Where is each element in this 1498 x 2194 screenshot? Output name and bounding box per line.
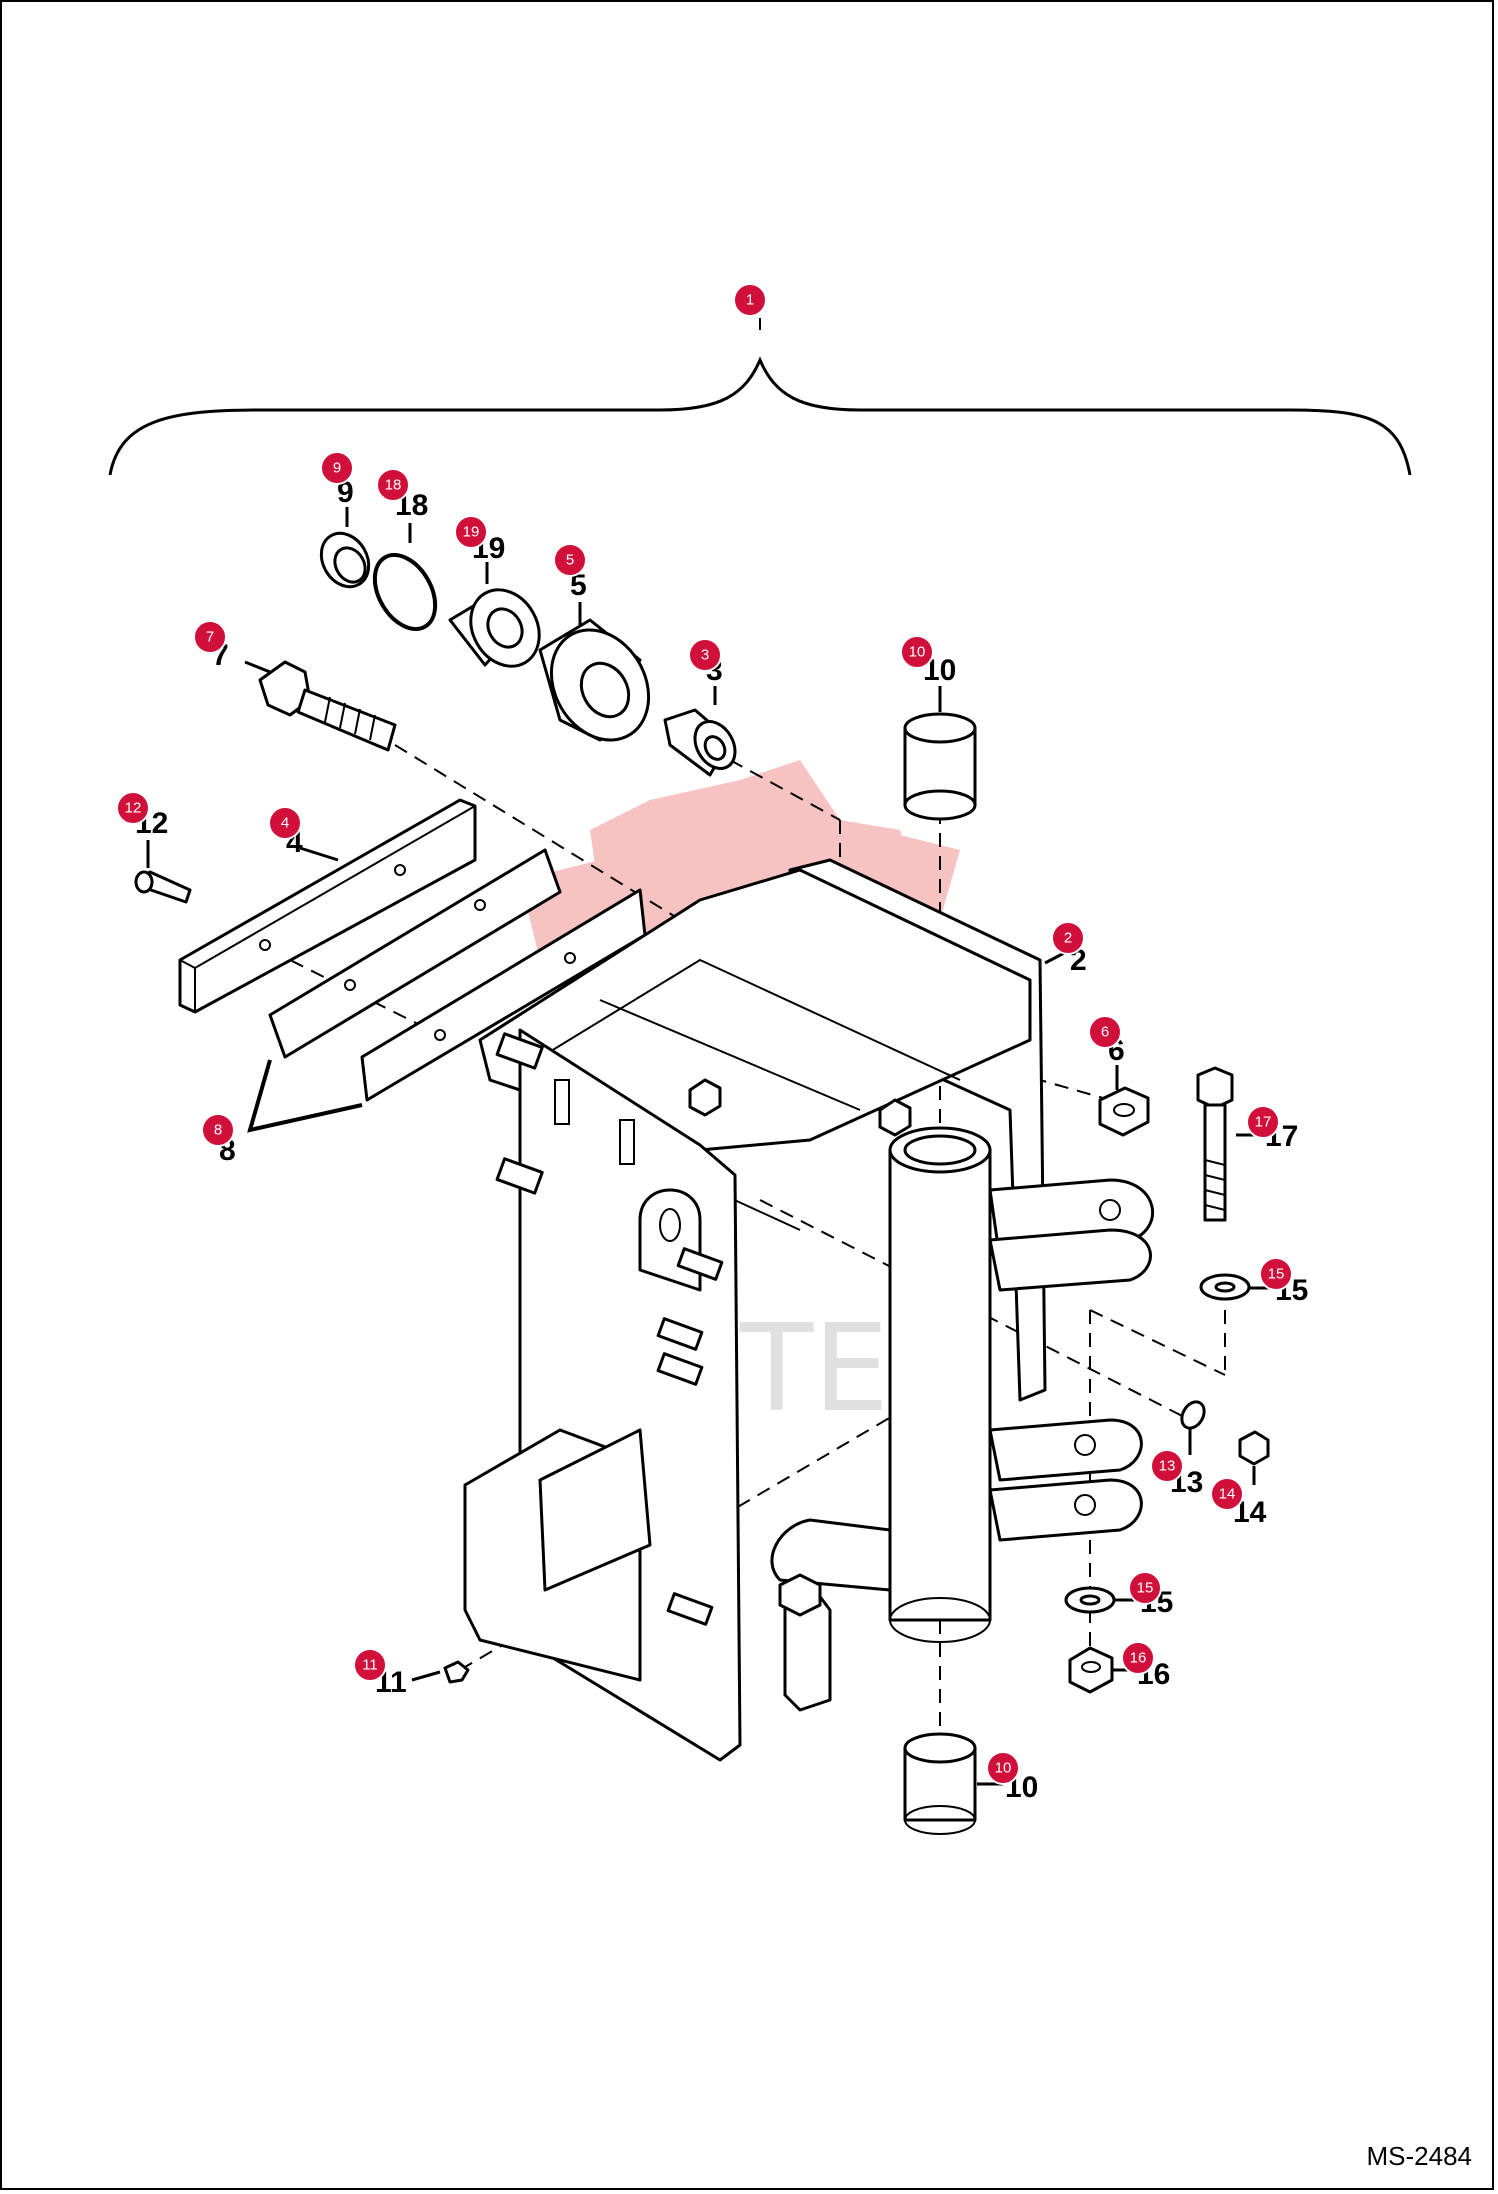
sleeve-part-10-top xyxy=(903,712,977,821)
screw-part-12 xyxy=(134,870,192,904)
callout-badge-3[interactable]: 3 xyxy=(688,638,722,672)
nut-part-14 xyxy=(1238,1430,1270,1466)
svg-text:2: 2 xyxy=(1064,930,1072,947)
callout-badge-18[interactable]: 18 xyxy=(376,468,410,502)
callout-badge-7[interactable]: 7 xyxy=(193,620,227,654)
svg-text:19: 19 xyxy=(463,524,480,541)
svg-text:7: 7 xyxy=(206,629,214,646)
pivot-tube xyxy=(770,1126,1155,1643)
callout-badge-11[interactable]: 11 xyxy=(353,1648,387,1682)
callout-badge-8[interactable]: 8 xyxy=(201,1113,235,1147)
callout-badge-10-top[interactable]: 10 xyxy=(900,635,934,669)
svg-text:1: 1 xyxy=(746,292,754,309)
svg-text:10: 10 xyxy=(995,1760,1012,1777)
roller-part-5 xyxy=(538,618,651,742)
callout-badge-1[interactable]: 1 xyxy=(733,283,767,317)
svg-text:18: 18 xyxy=(385,477,402,494)
nut-part-16 xyxy=(1068,1646,1114,1694)
svg-text:12: 12 xyxy=(125,800,142,817)
svg-text:8: 8 xyxy=(214,1122,222,1139)
washer-part-13 xyxy=(1180,1400,1206,1430)
lower-bolt-assembly xyxy=(778,1573,832,1712)
bushing-part-3 xyxy=(663,708,737,777)
callout-badge-13[interactable]: 13 xyxy=(1150,1449,1184,1483)
svg-text:9: 9 xyxy=(333,460,341,477)
callout-badge-19[interactable]: 19 xyxy=(454,515,488,549)
callout-badge-15-bottom[interactable]: 15 xyxy=(1128,1571,1162,1605)
callout-badge-2[interactable]: 2 xyxy=(1051,921,1085,955)
washer-part-9 xyxy=(319,531,371,589)
svg-text:15: 15 xyxy=(1137,1580,1154,1597)
callout-badge-5[interactable]: 5 xyxy=(553,543,587,577)
bearing-part-19 xyxy=(448,588,541,668)
svg-text:10: 10 xyxy=(909,644,926,661)
callout-badge-16[interactable]: 16 xyxy=(1121,1641,1155,1675)
assembly-brace xyxy=(108,356,1412,476)
callout-badge-9[interactable]: 9 xyxy=(320,451,354,485)
svg-text:16: 16 xyxy=(1130,1650,1147,1667)
svg-text:14: 14 xyxy=(1219,1486,1236,1503)
callout-badge-6[interactable]: 6 xyxy=(1088,1015,1122,1049)
washer-part-15-top xyxy=(1199,1273,1251,1301)
svg-text:13: 13 xyxy=(1159,1458,1176,1475)
inner-nut xyxy=(688,1078,912,1137)
frame-part-2 xyxy=(463,858,1047,1762)
snap-ring-part-18 xyxy=(372,553,438,631)
bolt-part-7 xyxy=(258,660,397,752)
drawing-reference-code: MS-2484 xyxy=(1366,2141,1473,2171)
callout-badge-15-top[interactable]: 15 xyxy=(1259,1257,1293,1291)
number-5: 5 xyxy=(570,569,587,602)
bolt-part-17 xyxy=(1196,1066,1234,1222)
svg-text:3: 3 xyxy=(701,647,709,664)
callout-badges: 1 9 18 19 5 7 3 10 12 4 2 6 8 17 15 13 1… xyxy=(116,283,1293,1785)
svg-text:15: 15 xyxy=(1268,1266,1285,1283)
callout-badge-4[interactable]: 4 xyxy=(268,806,302,840)
bar-part-4 xyxy=(178,798,477,1014)
svg-text:11: 11 xyxy=(362,1657,378,1674)
washer-part-15-bottom xyxy=(1064,1586,1116,1614)
nut-part-6 xyxy=(1098,1086,1150,1137)
callout-badge-14[interactable]: 14 xyxy=(1210,1477,1244,1511)
callout-badge-10-bottom[interactable]: 10 xyxy=(986,1751,1020,1785)
svg-text:17: 17 xyxy=(1255,1114,1272,1131)
sleeve-part-10-bottom xyxy=(903,1732,977,1835)
svg-text:6: 6 xyxy=(1101,1024,1109,1041)
wear-strip-part-8a xyxy=(268,848,562,1059)
callout-badge-17[interactable]: 17 xyxy=(1246,1105,1280,1139)
svg-text:4: 4 xyxy=(281,815,289,832)
grease-fitting-part-11 xyxy=(443,1660,470,1684)
svg-text:5: 5 xyxy=(566,552,574,569)
callout-badge-12[interactable]: 12 xyxy=(116,791,150,825)
